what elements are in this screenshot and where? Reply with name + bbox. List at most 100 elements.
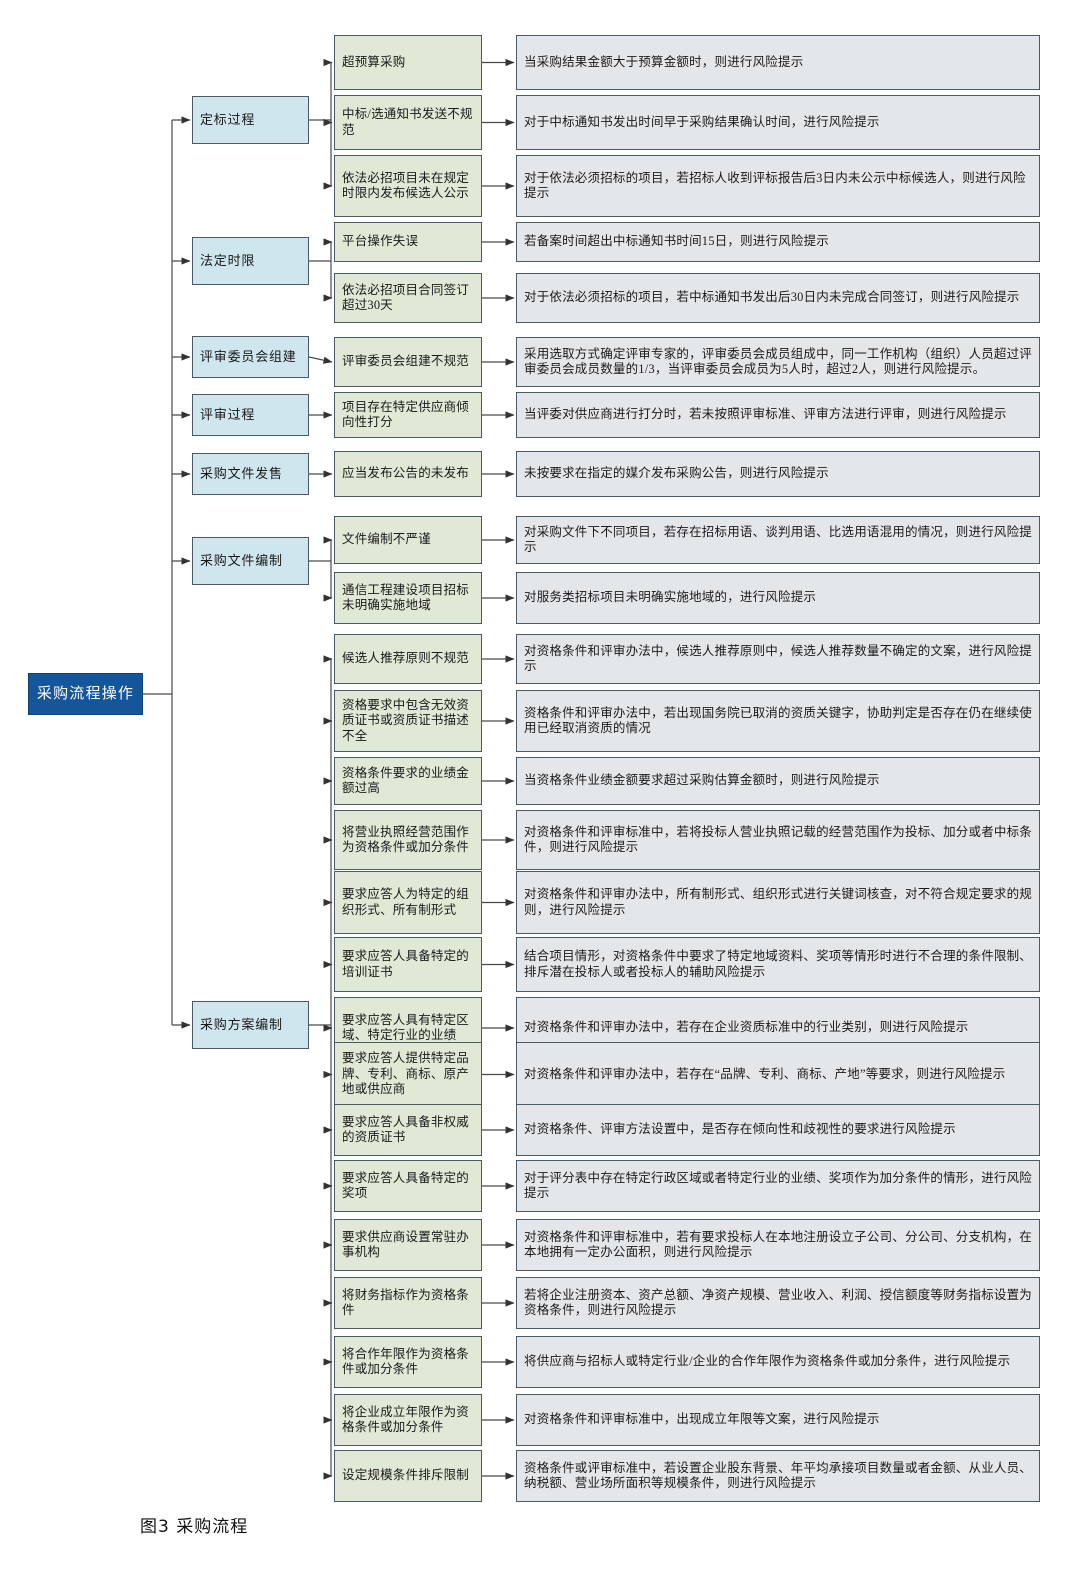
- risk-node-5[interactable]: 评审委员会组建不规范: [334, 337, 482, 387]
- rule-node-15[interactable]: 结合项目情形，对资格条件中要求了特定地域资料、奖项等情形时进行不合理的条件限制、…: [516, 937, 1040, 992]
- risk-node-4-label: 依法必招项目合同签订超过30天: [342, 282, 470, 313]
- rule-node-7[interactable]: 未按要求在指定的媒介发布采购公告，则进行风险提示: [516, 451, 1040, 497]
- risk-node-15[interactable]: 要求应答人具备特定的培训证书: [334, 937, 482, 992]
- rule-node-12[interactable]: 当资格条件业绩金额要求超过采购估算金额时，则进行风险提示: [516, 757, 1040, 805]
- risk-node-2-label: 依法必招项目未在规定时限内发布候选人公示: [342, 170, 470, 201]
- risk-node-0[interactable]: 超预算采购: [334, 35, 482, 90]
- risk-node-10[interactable]: 候选人推荐原则不规范: [334, 634, 482, 684]
- risk-node-23-label: 将企业成立年限作为资格条件或加分条件: [342, 1404, 470, 1435]
- risk-node-10-label: 候选人推荐原则不规范: [342, 651, 470, 666]
- risk-node-7[interactable]: 应当发布公告的未发布: [334, 451, 482, 497]
- risk-node-19-label: 要求应答人具备特定的奖项: [342, 1170, 470, 1201]
- risk-node-24-label: 设定规模条件排斥限制: [342, 1468, 470, 1483]
- risk-node-17[interactable]: 要求应答人提供特定品牌、专利、商标、原产地或供应商: [334, 1042, 482, 1107]
- risk-node-12-label: 资格条件要求的业绩金额过高: [342, 765, 470, 796]
- risk-node-13[interactable]: 将营业执照经营范围作为资格条件或加分条件: [334, 810, 482, 870]
- rule-node-11[interactable]: 资格条件和评审办法中，若出现国务院已取消的资质关键字，协助判定是否存在仍在继续使…: [516, 690, 1040, 752]
- stage-node-6[interactable]: 采购方案编制: [192, 1001, 309, 1049]
- rule-node-18[interactable]: 对资格条件、评审方法设置中，是否存在倾向性和歧视性的要求进行风险提示: [516, 1104, 1040, 1156]
- rule-node-17-label: 对资格条件和评审办法中，若存在“品牌、专利、商标、产地”等要求，则进行风险提示: [524, 1066, 1006, 1081]
- risk-node-9[interactable]: 通信工程建设项目招标未明确实施地域: [334, 572, 482, 624]
- stage-node-4-label: 采购文件发售: [200, 465, 283, 481]
- rule-node-6[interactable]: 当评委对供应商进行打分时，若未按照评审标准、评审方法进行评审，则进行风险提示: [516, 392, 1040, 438]
- risk-node-16-label: 要求应答人具有特定区域、特定行业的业绩: [342, 1012, 470, 1043]
- stage-node-1[interactable]: 法定时限: [192, 237, 309, 285]
- rule-node-3-label: 若备案时间超出中标通知书时间15日，则进行风险提示: [524, 234, 830, 249]
- risk-node-20[interactable]: 要求供应商设置常驻办事机构: [334, 1219, 482, 1271]
- rule-node-20[interactable]: 对资格条件和评审标准中，若有要求投标人在本地注册设立子公司、分公司、分支机构，在…: [516, 1219, 1040, 1271]
- rule-node-19[interactable]: 对于评分表中存在特定行政区域或者特定行业的业绩、奖项作为加分条件的情形，进行风险…: [516, 1160, 1040, 1212]
- rule-node-8[interactable]: 对采购文件下不同项目，若存在招标用语、谈判用语、比选用语混用的情况，则进行风险提…: [516, 516, 1040, 564]
- stage-node-0-label: 定标过程: [200, 111, 256, 127]
- risk-node-14[interactable]: 要求应答人为特定的组织形式、所有制形式: [334, 871, 482, 934]
- stage-node-6-label: 采购方案编制: [200, 1016, 283, 1032]
- risk-node-2[interactable]: 依法必招项目未在规定时限内发布候选人公示: [334, 155, 482, 217]
- rule-node-2[interactable]: 对于依法必须招标的项目，若招标人收到评标报告后3日内未公示中标候选人，则进行风险…: [516, 155, 1040, 217]
- risk-node-11-label: 资格要求中包含无效资质证书或资质证书描述不全: [342, 697, 470, 743]
- risk-node-11[interactable]: 资格要求中包含无效资质证书或资质证书描述不全: [334, 690, 482, 752]
- risk-node-0-label: 超预算采购: [342, 54, 406, 69]
- rule-node-18-label: 对资格条件、评审方法设置中，是否存在倾向性和歧视性的要求进行风险提示: [524, 1122, 956, 1137]
- stage-node-5[interactable]: 采购文件编制: [192, 537, 309, 585]
- risk-node-3-label: 平台操作失误: [342, 234, 419, 249]
- rule-node-24-label: 资格条件或评审标准中，若设置企业股东背景、年平均承接项目数量或者金额、从业人员、…: [524, 1460, 1033, 1491]
- risk-node-18[interactable]: 要求应答人具备非权威的资质证书: [334, 1104, 482, 1156]
- rule-node-9[interactable]: 对服务类招标项目未明确实施地域的，进行风险提示: [516, 572, 1040, 624]
- stage-node-4[interactable]: 采购文件发售: [192, 453, 309, 495]
- rule-node-22[interactable]: 将供应商与招标人或特定行业/企业的合作年限作为资格条件或加分条件，进行风险提示: [516, 1336, 1040, 1388]
- rule-node-17[interactable]: 对资格条件和评审办法中，若存在“品牌、专利、商标、产地”等要求，则进行风险提示: [516, 1042, 1040, 1107]
- risk-node-13-label: 将营业执照经营范围作为资格条件或加分条件: [342, 824, 470, 855]
- rule-node-10-label: 对资格条件和评审办法中，候选人推荐原则中，候选人推荐数量不确定的文案，进行风险提…: [524, 643, 1033, 674]
- risk-node-1[interactable]: 中标/选通知书发送不规范: [334, 95, 482, 150]
- risk-node-12[interactable]: 资格条件要求的业绩金额过高: [334, 757, 482, 805]
- figure-caption: 图3 采购流程: [140, 1517, 249, 1537]
- rule-node-0[interactable]: 当采购结果金额大于预算金额时，则进行风险提示: [516, 35, 1040, 90]
- risk-node-4[interactable]: 依法必招项目合同签订超过30天: [334, 273, 482, 323]
- rule-node-5[interactable]: 采用选取方式确定评审专家的，评审委员会成员组成中，同一工作机构（组织）人员超过评…: [516, 337, 1040, 387]
- rule-node-16-label: 对资格条件和评审办法中，若存在企业资质标准中的行业类别，则进行风险提示: [524, 1020, 969, 1035]
- rule-node-1[interactable]: 对于中标通知书发出时间早于采购结果确认时间，进行风险提示: [516, 95, 1040, 150]
- root-node[interactable]: 采购流程操作: [28, 673, 143, 715]
- rule-node-6-label: 当评委对供应商进行打分时，若未按照评审标准、评审方法进行评审，则进行风险提示: [524, 407, 1007, 422]
- stage-node-2-label: 评审委员会组建: [200, 348, 297, 364]
- risk-node-6-label: 项目存在特定供应商倾向性打分: [342, 399, 470, 430]
- risk-node-15-label: 要求应答人具备特定的培训证书: [342, 949, 470, 979]
- risk-node-20-label: 要求供应商设置常驻办事机构: [342, 1229, 470, 1260]
- rule-node-20-label: 对资格条件和评审标准中，若有要求投标人在本地注册设立子公司、分公司、分支机构，在…: [524, 1229, 1033, 1260]
- rule-node-24[interactable]: 资格条件或评审标准中，若设置企业股东背景、年平均承接项目数量或者金额、从业人员、…: [516, 1450, 1040, 1502]
- risk-node-8-label: 文件编制不严谨: [342, 532, 431, 547]
- rule-node-21[interactable]: 若将企业注册资本、资产总额、净资产规模、营业收入、利润、授信额度等财务指标设置为…: [516, 1277, 1040, 1329]
- rule-node-8-label: 对采购文件下不同项目，若存在招标用语、谈判用语、比选用语混用的情况，则进行风险提…: [524, 524, 1033, 555]
- rule-node-7-label: 未按要求在指定的媒介发布采购公告，则进行风险提示: [524, 466, 829, 481]
- rule-node-13[interactable]: 对资格条件和评审标准中，若将投标人营业执照记载的经营范围作为投标、加分或者中标条…: [516, 810, 1040, 870]
- risk-node-19[interactable]: 要求应答人具备特定的奖项: [334, 1160, 482, 1212]
- rule-node-14-label: 对资格条件和评审办法中，所有制形式、组织形式进行关键词核查，对不符合规定要求的规…: [524, 887, 1033, 917]
- rule-node-0-label: 当采购结果金额大于预算金额时，则进行风险提示: [524, 54, 804, 69]
- risk-node-24[interactable]: 设定规模条件排斥限制: [334, 1450, 482, 1502]
- stage-node-3[interactable]: 评审过程: [192, 394, 309, 436]
- risk-node-6[interactable]: 项目存在特定供应商倾向性打分: [334, 392, 482, 438]
- risk-node-21[interactable]: 将财务指标作为资格条件: [334, 1277, 482, 1329]
- rule-node-12-label: 当资格条件业绩金额要求超过采购估算金额时，则进行风险提示: [524, 773, 880, 788]
- rule-node-23-label: 对资格条件和评审标准中，出现成立年限等文案，进行风险提示: [524, 1412, 880, 1427]
- rule-node-13-label: 对资格条件和评审标准中，若将投标人营业执照记载的经营范围作为投标、加分或者中标条…: [524, 824, 1033, 855]
- stage-node-3-label: 评审过程: [200, 406, 256, 422]
- rule-node-4[interactable]: 对于依法必须招标的项目，若中标通知书发出后30日内未完成合同签订，则进行风险提示: [516, 273, 1040, 323]
- stage-node-0[interactable]: 定标过程: [192, 96, 309, 144]
- rule-node-10[interactable]: 对资格条件和评审办法中，候选人推荐原则中，候选人推荐数量不确定的文案，进行风险提…: [516, 634, 1040, 684]
- risk-node-22[interactable]: 将合作年限作为资格条件或加分条件: [334, 1336, 482, 1388]
- rule-node-3[interactable]: 若备案时间超出中标通知书时间15日，则进行风险提示: [516, 222, 1040, 262]
- risk-node-18-label: 要求应答人具备非权威的资质证书: [342, 1114, 470, 1145]
- risk-node-1-label: 中标/选通知书发送不规范: [342, 107, 473, 137]
- rule-node-19-label: 对于评分表中存在特定行政区域或者特定行业的业绩、奖项作为加分条件的情形，进行风险…: [524, 1170, 1033, 1201]
- risk-node-3[interactable]: 平台操作失误: [334, 222, 482, 262]
- rule-node-2-label: 对于依法必须招标的项目，若招标人收到评标报告后3日内未公示中标候选人，则进行风险…: [524, 170, 1026, 201]
- risk-node-23[interactable]: 将企业成立年限作为资格条件或加分条件: [334, 1394, 482, 1446]
- stage-node-2[interactable]: 评审委员会组建: [192, 336, 309, 378]
- rule-node-14[interactable]: 对资格条件和评审办法中，所有制形式、组织形式进行关键词核查，对不符合规定要求的规…: [516, 871, 1040, 934]
- risk-node-8[interactable]: 文件编制不严谨: [334, 516, 482, 564]
- rule-node-23[interactable]: 对资格条件和评审标准中，出现成立年限等文案，进行风险提示: [516, 1394, 1040, 1446]
- risk-node-9-label: 通信工程建设项目招标未明确实施地域: [342, 582, 470, 613]
- risk-node-21-label: 将财务指标作为资格条件: [342, 1287, 470, 1318]
